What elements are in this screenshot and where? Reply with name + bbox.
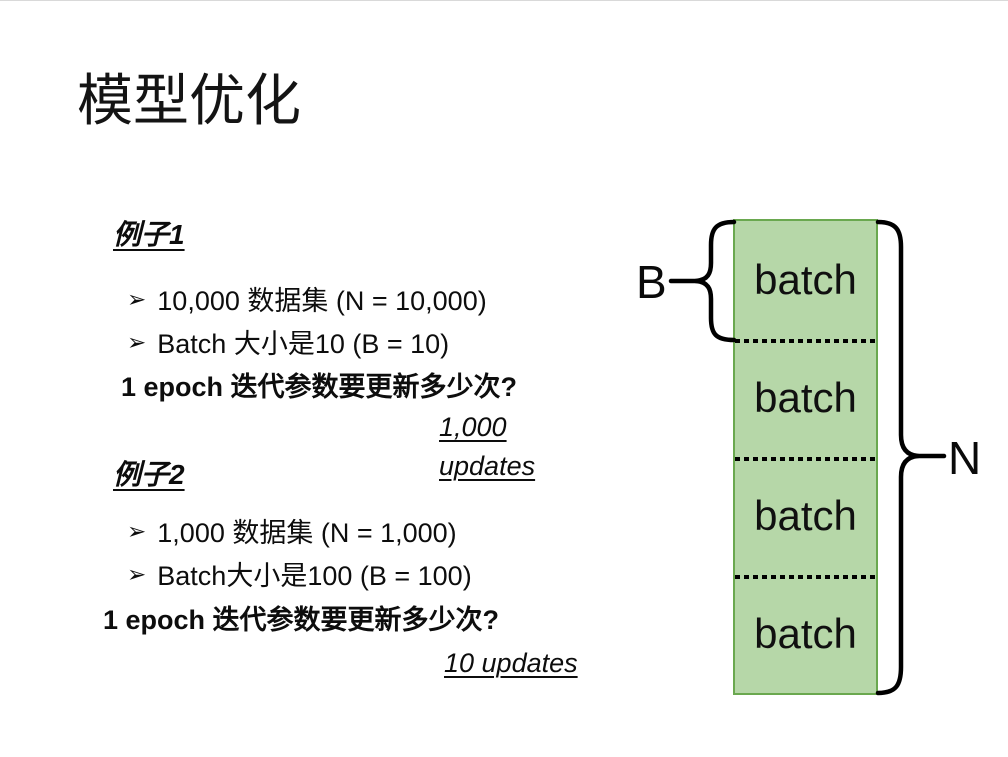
batch-segment: batch: [735, 339, 876, 457]
n-brace: [875, 219, 921, 696]
answer-text: 10 updates: [444, 648, 578, 678]
arrow-bullet-icon: ➢: [127, 329, 147, 355]
example1-answer: 1,000 updates: [439, 408, 535, 486]
batch-segment: batch: [735, 457, 876, 575]
list-item: ➢ Batch大小是100 (B = 100): [127, 552, 472, 595]
arrow-bullet-icon: ➢: [127, 286, 147, 312]
batch-segment: batch: [754, 256, 857, 303]
answer-text: 1,000: [439, 412, 507, 442]
example1-question: 1 epoch 迭代参数要更新多少次?: [121, 372, 518, 402]
example2-question: 1 epoch 迭代参数要更新多少次?: [103, 605, 500, 635]
page-title: 模型优化: [77, 69, 301, 132]
bullet-text: 1,000 数据集 (N = 1,000): [157, 518, 457, 548]
answer-text: updates: [439, 451, 536, 481]
arrow-bullet-icon: ➢: [127, 561, 147, 587]
b-brace: [693, 219, 737, 343]
example2-heading: 例子2: [113, 459, 185, 490]
batch-rect: batch batch batch batch: [733, 219, 878, 695]
arrow-bullet-icon: ➢: [127, 518, 147, 544]
list-item: ➢ Batch 大小是10 (B = 10): [127, 320, 487, 363]
example2-bullet-list: ➢ 1,000 数据集 (N = 1,000) ➢ Batch大小是100 (B…: [127, 509, 472, 595]
bullet-text: 10,000 数据集 (N = 10,000): [157, 286, 487, 316]
batch-segment: batch: [735, 575, 876, 693]
example1-bullet-list: ➢ 10,000 数据集 (N = 10,000) ➢ Batch 大小是10 …: [127, 277, 487, 363]
list-item: ➢ 1,000 数据集 (N = 1,000): [127, 509, 472, 552]
bullet-text: Batch大小是100 (B = 100): [157, 561, 472, 591]
batch-size-label: B: [636, 256, 667, 308]
bullet-text: Batch 大小是10 (B = 10): [157, 329, 450, 359]
dataset-size-label: N: [948, 432, 982, 484]
example2-answer: 10 updates: [444, 644, 578, 683]
example1-heading: 例子1: [113, 219, 185, 250]
list-item: ➢ 10,000 数据集 (N = 10,000): [127, 277, 487, 320]
